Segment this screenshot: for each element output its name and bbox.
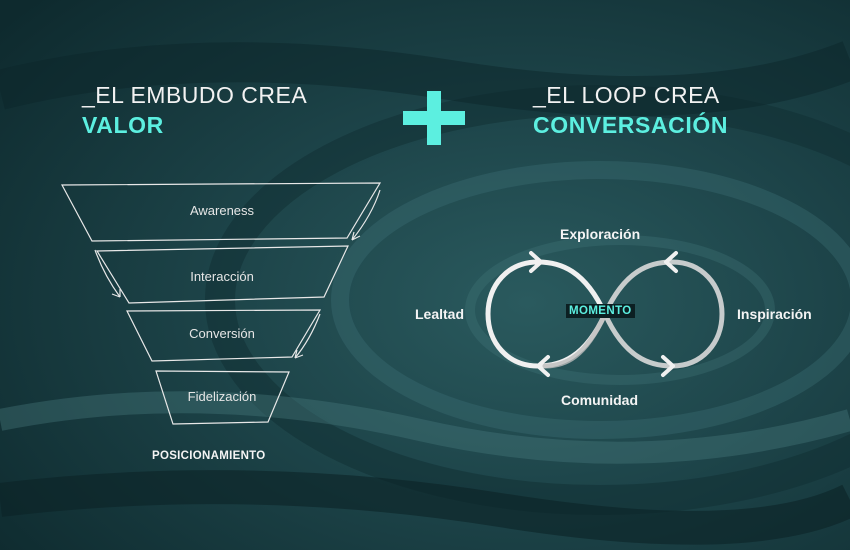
funnel-tier-interaccion bbox=[95, 245, 349, 304]
funnel-tier-awareness bbox=[61, 182, 382, 242]
funnel-tier-fidelizacion bbox=[155, 370, 290, 425]
loop-label-right: Inspiración bbox=[737, 306, 812, 322]
funnel-tier-conversion bbox=[126, 309, 322, 362]
funnel-footer: POSICIONAMIENTO bbox=[152, 450, 266, 462]
funnel-label-conversion: Conversión bbox=[189, 326, 255, 341]
right-heading-line1: _EL LOOP CREA bbox=[533, 82, 720, 108]
funnel-label-awareness: Awareness bbox=[189, 203, 255, 218]
loop-label-top: Exploración bbox=[560, 226, 641, 242]
funnel-arrow-2 bbox=[94, 249, 121, 298]
loop-center-label: MOMENTO bbox=[566, 304, 635, 318]
left-heading-line1: _EL EMBUDO CREA bbox=[82, 82, 308, 108]
loop-arrow-bottom-right bbox=[661, 355, 675, 377]
plus-icon bbox=[403, 91, 465, 145]
loop-arrow-top-right bbox=[664, 251, 678, 273]
loop-label-bottom: Comunidad bbox=[561, 392, 638, 408]
loop-right-lobe bbox=[602, 259, 725, 369]
loop-label-left: Lealtad bbox=[415, 306, 465, 322]
right-heading-accent: CONVERSACIÓN bbox=[533, 112, 729, 138]
loop-arrow-top-left bbox=[529, 251, 543, 273]
funnel-label-interaccion: Interacción bbox=[190, 269, 254, 284]
left-heading-accent: VALOR bbox=[82, 112, 164, 138]
left-heading: _EL EMBUDO CREA VALOR bbox=[82, 80, 307, 140]
funnel-label-fidelizacion: Fidelización bbox=[187, 389, 257, 404]
funnel-arrow-1 bbox=[351, 189, 381, 241]
loop-arrow-bottom-left bbox=[536, 355, 550, 377]
right-heading: _EL LOOP CREA CONVERSACIÓN bbox=[533, 80, 728, 140]
funnel-arrow-3 bbox=[294, 313, 321, 359]
